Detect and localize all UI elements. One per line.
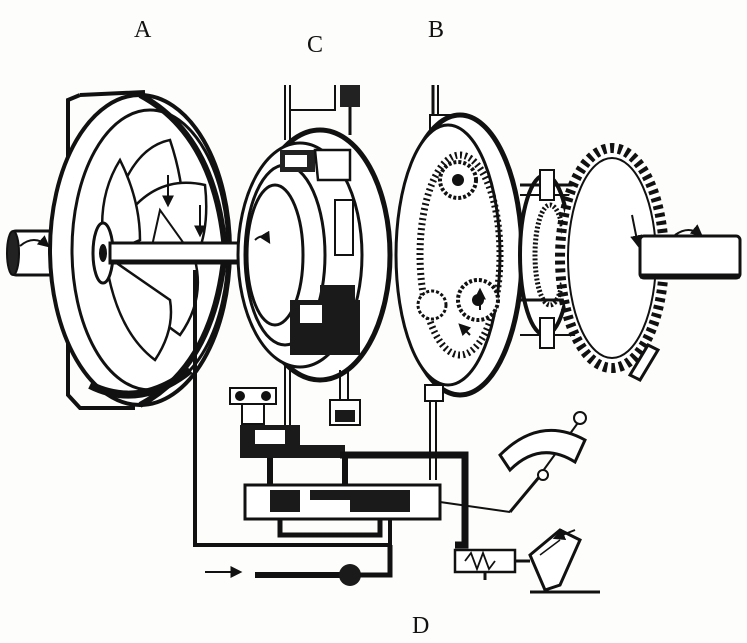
unit-c-clutch — [236, 85, 393, 440]
output-gear-assembly — [518, 143, 742, 382]
label-d: D — [412, 613, 430, 639]
label-c: C — [307, 32, 324, 58]
label-a: A — [134, 17, 152, 43]
hydraulic-control — [193, 270, 600, 594]
label-b: B — [428, 17, 445, 43]
unit-b-planetary — [394, 85, 525, 480]
